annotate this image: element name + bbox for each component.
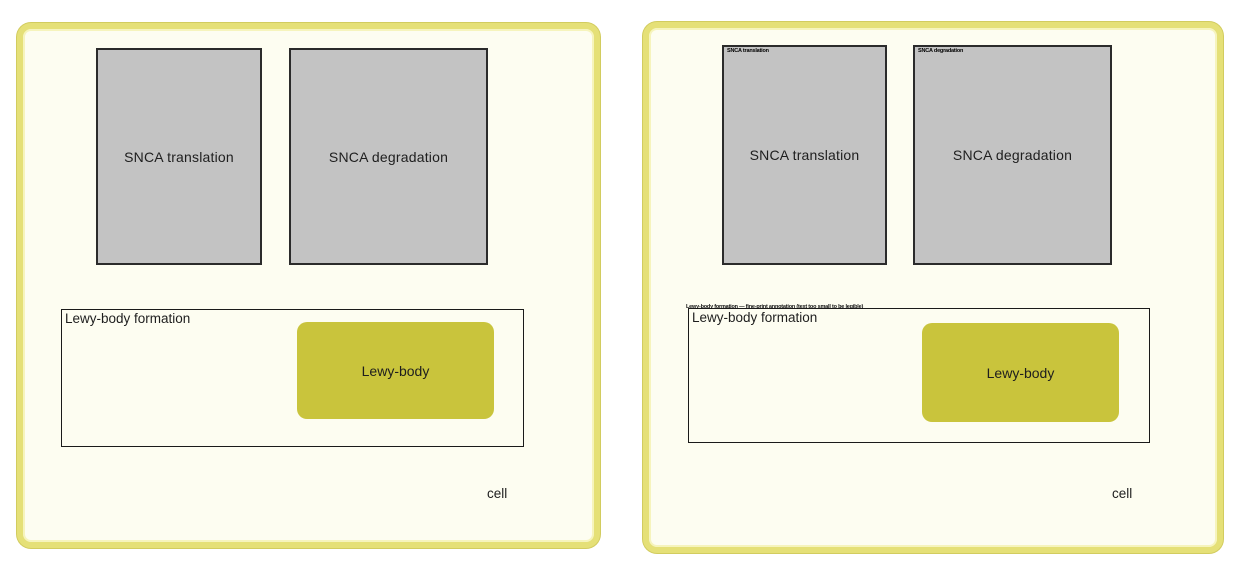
cell-label-left: cell xyxy=(487,486,508,501)
submap-label: SNCA degradation xyxy=(952,147,1073,163)
lewy-body-node-right: Lewy-body xyxy=(922,323,1119,422)
cell-compartment-right: SNCA translation SNCA translation SNCA d… xyxy=(643,22,1223,553)
submap-label: SNCA translation xyxy=(749,147,860,163)
formation-label: Lewy-body formation xyxy=(65,311,191,326)
cell-compartment-left: SNCA translation SNCA degradation Lewy-b… xyxy=(17,23,600,548)
formation-label: Lewy-body formation xyxy=(692,310,818,325)
cell-label-right: cell xyxy=(1112,486,1133,501)
submap-snca-translation-left: SNCA translation xyxy=(96,48,262,265)
submap-snca-degradation-right: SNCA degradation SNCA degradation xyxy=(913,45,1112,265)
formation-fineprint-overlay: Lewy-body formation — fine-print annotat… xyxy=(686,304,864,310)
submap-label: SNCA translation xyxy=(124,148,234,165)
submap-corner-label: SNCA degradation xyxy=(918,48,964,54)
submap-label: SNCA degradation xyxy=(328,148,449,165)
lewy-body-label: Lewy-body xyxy=(986,364,1055,381)
submap-snca-translation-right: SNCA translation SNCA translation xyxy=(722,45,887,265)
lewy-body-label: Lewy-body xyxy=(361,362,430,379)
submap-corner-label: SNCA translation xyxy=(727,48,769,54)
lewy-body-node-left: Lewy-body xyxy=(297,322,494,419)
submap-snca-degradation-left: SNCA degradation xyxy=(289,48,488,265)
